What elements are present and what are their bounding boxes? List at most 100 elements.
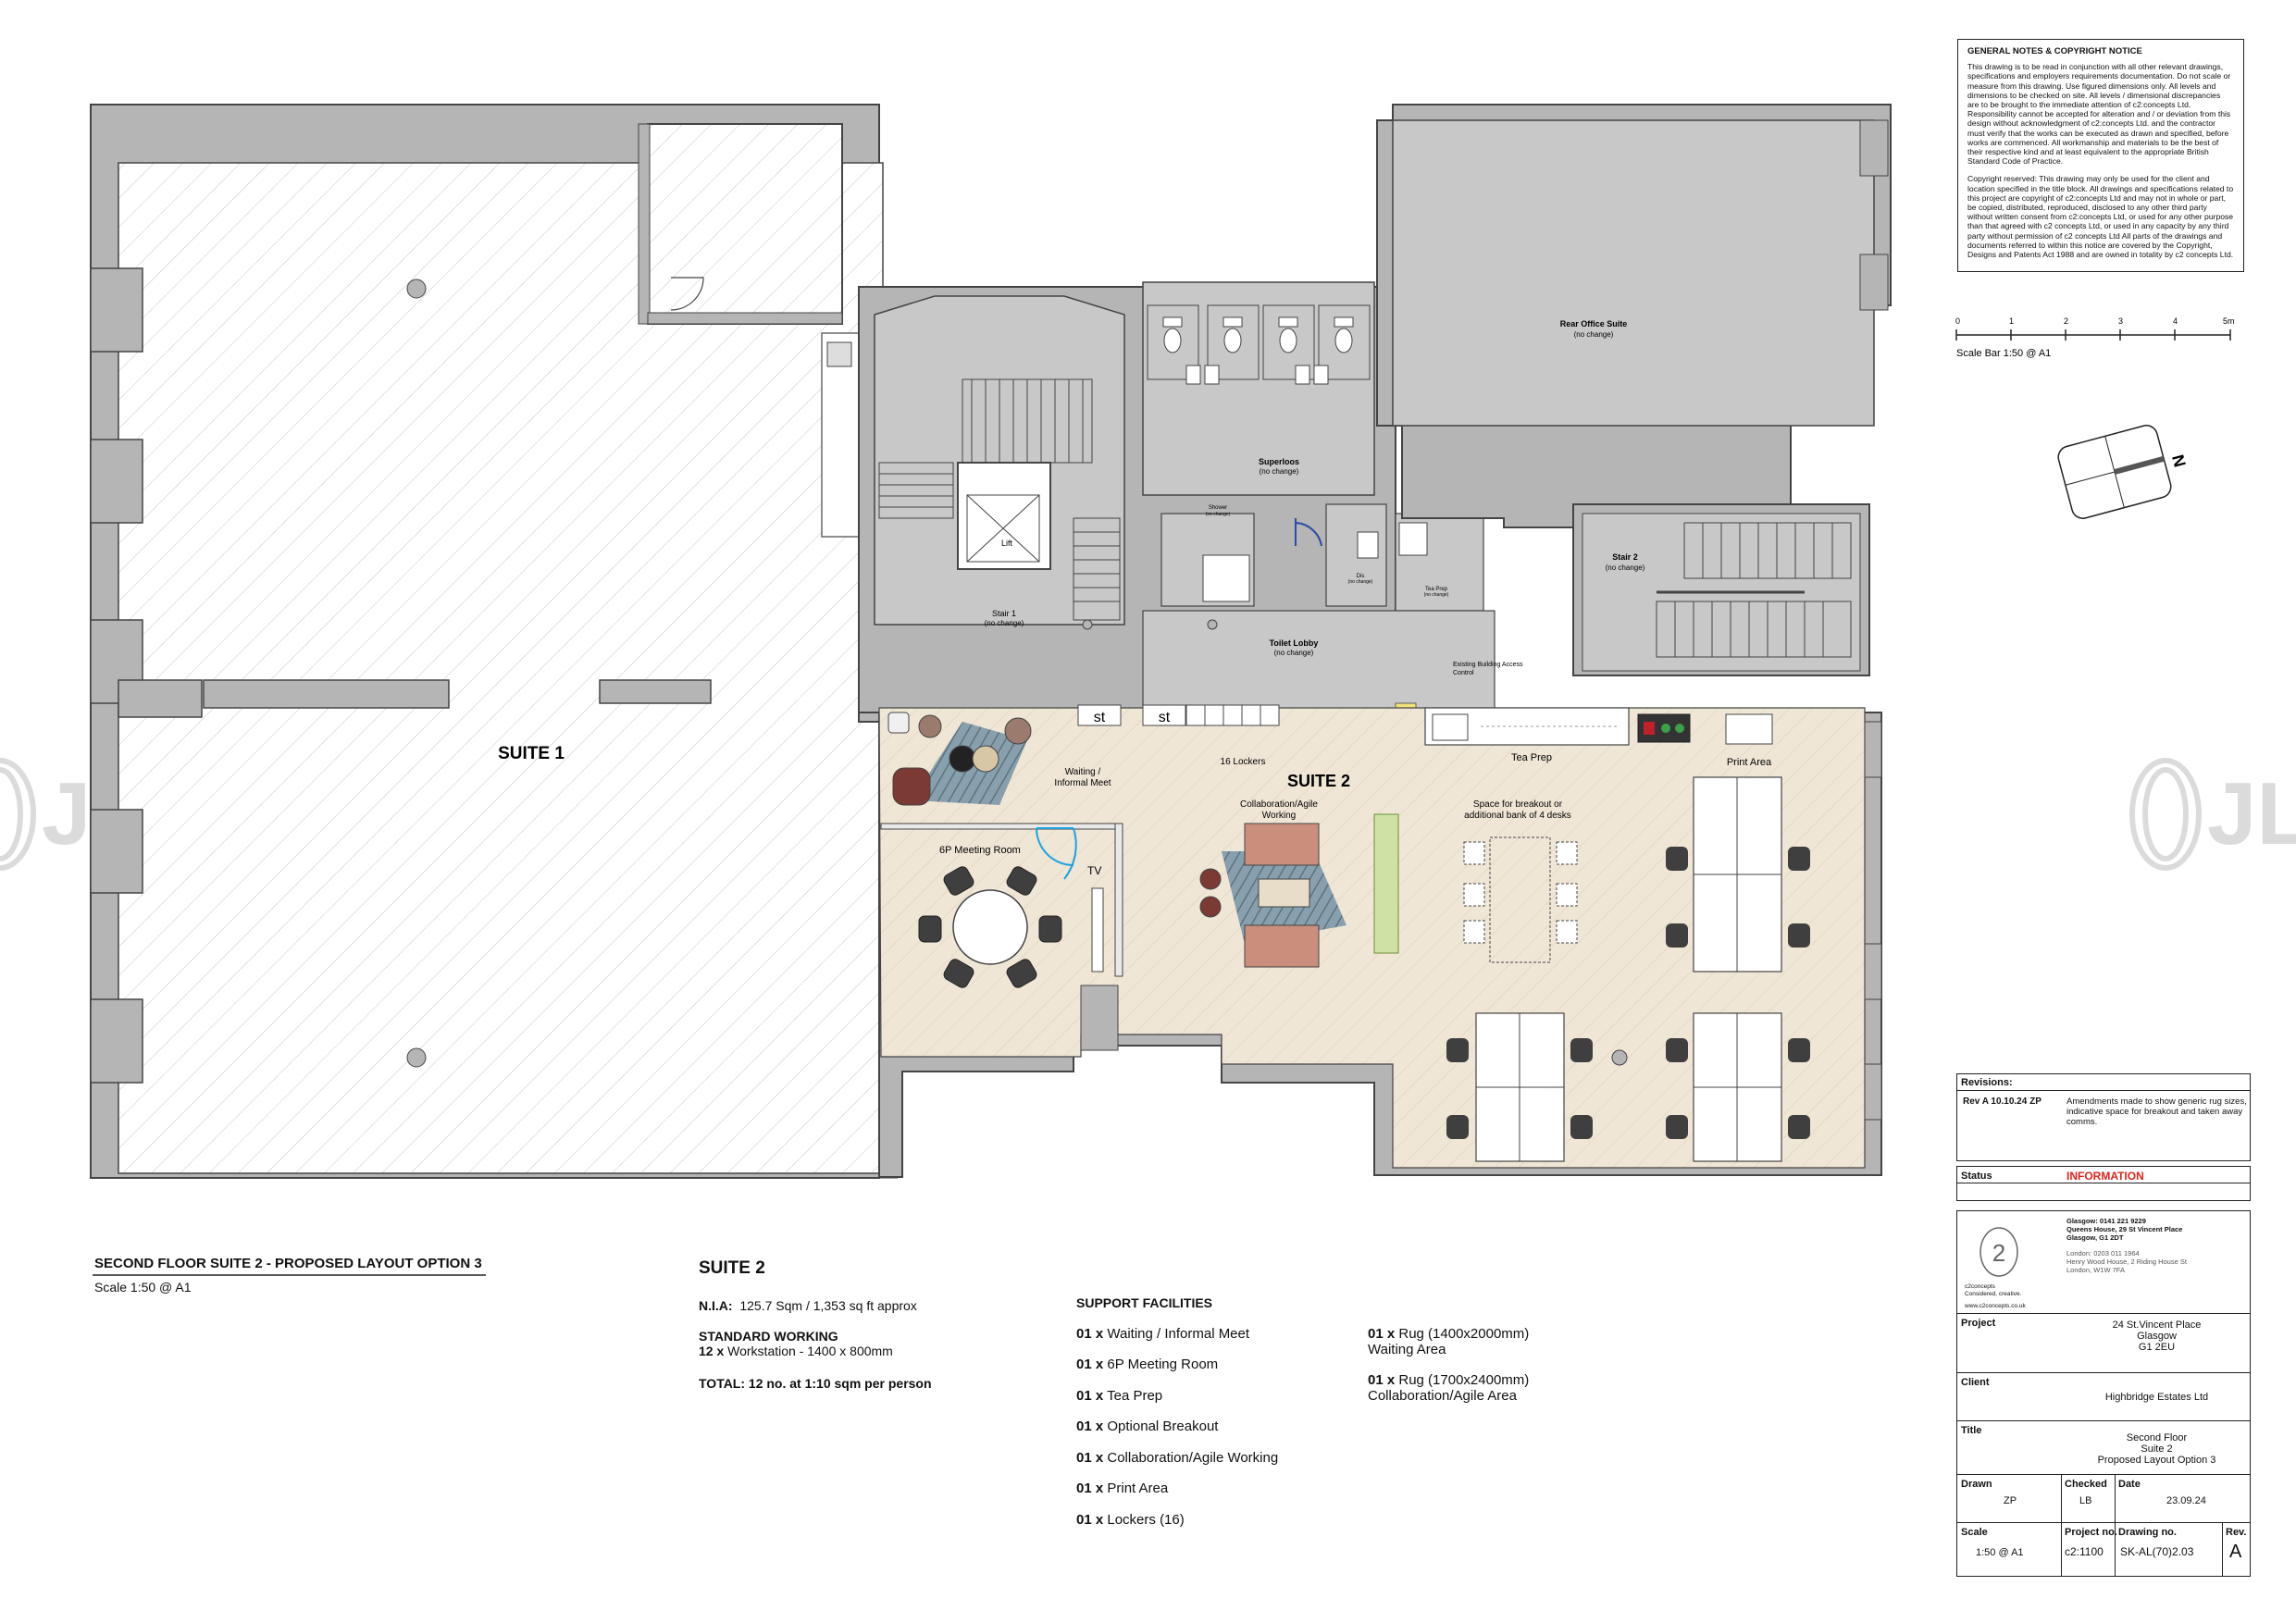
stair-2-note: (no change) [1606, 564, 1645, 572]
london-address-2: London, W1W 7FA [2066, 1266, 2125, 1274]
workstation-qty: 12 x [699, 1344, 725, 1358]
company-tagline-1: c2concepts [1965, 1283, 1995, 1290]
glasgow-address-1: Queens House, 29 St Vincent Place [2066, 1225, 2183, 1233]
project-box: Project 24 St.Vincent Place Glasgow G1 2… [1956, 1314, 2251, 1373]
access-control-label-2: Control [1453, 670, 1474, 676]
general-notes-box: GENERAL NOTES & COPYRIGHT NOTICE This dr… [1957, 39, 2244, 272]
rear-office-label: Rear Office Suite [1560, 319, 1628, 328]
print-area [1637, 713, 1773, 745]
drawing-no-value: SK-AL(70)2.03 [2120, 1545, 2194, 1558]
drawing-scale: Scale 1:50 @ A1 [94, 1280, 192, 1295]
stair-1-note: (no change) [985, 619, 1024, 627]
london-address-1: Henry Wood House, 2 Riding House St [2066, 1258, 2187, 1266]
scale-bar-ticks: 0 1 2 3 4 5m [1955, 316, 2235, 326]
revisions-box: Revisions: Rev A 10.10.24 ZP Amendments … [1956, 1073, 2251, 1161]
watermark-right: JLL [2129, 758, 2296, 871]
lockers-group [1077, 704, 1280, 726]
project-no-value: c2:1100 [2065, 1545, 2104, 1558]
standard-working-heading: STANDARD WORKING [699, 1329, 838, 1344]
date-value: 23.09.24 [2166, 1495, 2206, 1506]
project-label: Project [1961, 1318, 1996, 1329]
collab-label-1: Collaboration/Agile [1240, 799, 1318, 810]
watermark-text: JLL [2207, 764, 2296, 863]
drawing-no-label: Drawing no. [2118, 1527, 2177, 1538]
lockers-label: 16 Lockers [1221, 757, 1266, 767]
collab-label-2: Working [1262, 811, 1297, 821]
small-tea-prep-label: Tea Prep [1425, 587, 1448, 592]
title-line-2: Suite 2 [2141, 1443, 2173, 1455]
support-text: Tea Prep [1107, 1388, 1163, 1404]
support-text: 6P Meeting Room [1107, 1357, 1219, 1372]
status-label: Status [1961, 1171, 1992, 1182]
support-heading: SUPPORT FACILITIES [1076, 1295, 1213, 1310]
north-arrow-icon: N [2057, 425, 2190, 519]
support-qty: 01 x [1076, 1450, 1104, 1466]
desk-bank-bottom-right [1666, 1012, 1810, 1162]
client-value: Highbridge Estates Ltd [2104, 1392, 2209, 1403]
stair-2 [1656, 522, 1852, 658]
project-line-1: 24 St.Vincent Place [2112, 1319, 2202, 1331]
scale-tick: 0 [1955, 316, 1960, 326]
desk-bank-top-right [1666, 776, 1810, 973]
company-box: 2 c2concepts Considered, creative. www.c… [1956, 1210, 2251, 1314]
project-no-label: Project no. [2065, 1527, 2117, 1538]
suite-1-area: SUITE 1 [90, 104, 899, 1179]
waiting-label-1: Waiting / [1065, 767, 1101, 777]
suite-2-label: SUITE 2 [1287, 772, 1350, 790]
scale-bar [1955, 329, 2231, 341]
support-qty: 01 x [1076, 1357, 1104, 1372]
support-text: Waiting / Informal Meet [1107, 1326, 1250, 1342]
scale-row: Scale 1:50 @ A1 Project no. c2:1100 Draw… [1956, 1523, 2251, 1577]
rug-qty: 01 x [1368, 1326, 1396, 1342]
schedule-heading: SUITE 2 [699, 1258, 765, 1278]
breakout-space [1463, 836, 1578, 963]
total-row: TOTAL: 12 no. at 1:10 sqm per person [699, 1376, 932, 1391]
revisions-label: Revisions: [1961, 1077, 2013, 1088]
support-item: 01 x Print Area [1076, 1481, 1168, 1496]
shower-label: Shower [1209, 505, 1227, 511]
meeting-table-group [918, 866, 1062, 988]
rug-text: Rug (1400x2000mm) [1398, 1326, 1530, 1342]
revision-description: Amendments made to show generic rug size… [2066, 1096, 2247, 1127]
project-line-3: G1 2EU [2138, 1342, 2176, 1353]
glasgow-phone: Glasgow: 0141 221 9229 [2066, 1217, 2146, 1225]
support-item: 01 x Lockers (16) [1076, 1512, 1185, 1528]
waiting-area: Waiting / Informal Meet [887, 712, 1111, 806]
title-box: Title Second Floor Suite 2 Proposed Layo… [1956, 1421, 2251, 1475]
desk-bank-bottom-middle [1446, 1012, 1593, 1162]
locker-st-1: st [1094, 710, 1106, 725]
rug-item: 01 x Rug (1700x2400mm)Collaboration/Agil… [1368, 1372, 1529, 1404]
rev-value: A [2229, 1542, 2242, 1562]
general-notes-para-2: Copyright reserved: This drawing may onl… [1967, 174, 2234, 260]
support-text: Optional Breakout [1107, 1419, 1219, 1434]
support-item: 01 x Tea Prep [1076, 1388, 1162, 1404]
london-phone: London: 0203 011 1964 [2066, 1249, 2140, 1258]
rear-office-suite: Rear Office Suite (no change) Stair 2 (n… [1376, 104, 1892, 712]
c2-logo-icon: 2 [1980, 1227, 2018, 1277]
superloo-cubicles [1147, 304, 1371, 385]
scale-tick: 4 [2173, 316, 2178, 326]
drawing-title: SECOND FLOOR SUITE 2 - PROPOSED LAYOUT O… [94, 1256, 482, 1271]
suite-1-label: SUITE 1 [498, 744, 565, 763]
breakout-label-2: additional bank of 4 desks [1464, 811, 1571, 821]
client-label: Client [1961, 1377, 1990, 1388]
client-box: Client Highbridge Estates Ltd [1956, 1373, 2251, 1421]
dis-note: (no change) [1348, 579, 1373, 585]
workstation-text: Workstation - 1400 x 800mm [727, 1344, 893, 1358]
support-item: 01 x Optional Breakout [1076, 1419, 1218, 1434]
print-area-label: Print Area [1727, 757, 1772, 768]
support-qty: 01 x [1076, 1419, 1104, 1434]
workstation-row: 12 x Workstation - 1400 x 800mm [699, 1344, 893, 1358]
support-text: Print Area [1107, 1481, 1169, 1496]
general-notes-para-1: This drawing is to be read in conjunctio… [1967, 62, 2231, 167]
tea-prep-counter [1424, 707, 1630, 746]
stair-1-label: Stair 1 [992, 609, 1016, 618]
collaboration-area: Collaboration/Agile Working [1199, 799, 1347, 968]
north-label: N [2168, 452, 2190, 469]
support-text: Collaboration/Agile Working [1107, 1450, 1279, 1466]
revision-id: Rev A 10.10.24 ZP [1963, 1096, 2042, 1107]
support-text: Lockers (16) [1107, 1512, 1185, 1528]
core-area: Lift Stair 1 (no change) Superloos (no c… [858, 281, 1496, 723]
scale-bar-label: Scale Bar 1:50 @ A1 [1956, 348, 2051, 359]
dis-label: Dis [1357, 574, 1365, 579]
